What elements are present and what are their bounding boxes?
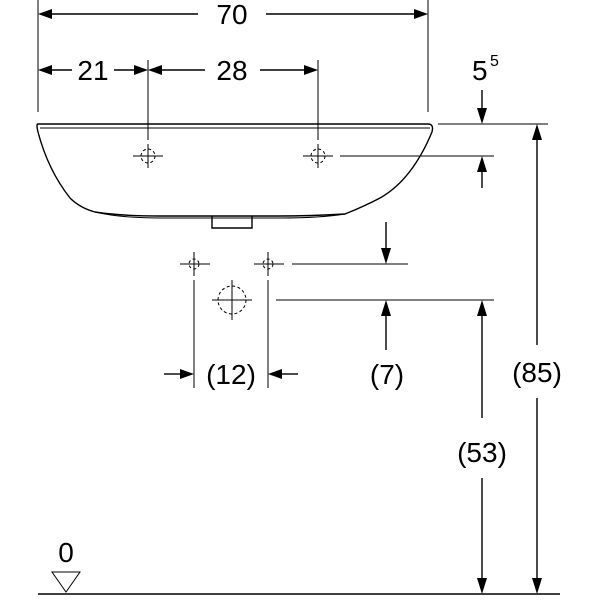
- rim-drop-label: 5: [472, 55, 488, 86]
- drain-offset-label: (7): [370, 359, 404, 390]
- left-offset-label: 21: [77, 55, 108, 86]
- rim-drop-superscript: 5: [490, 53, 499, 70]
- dimension-overall-width: 70: [37, 0, 429, 112]
- dimension-rim-height: (85): [512, 124, 562, 594]
- washbasin-outline: [36, 123, 434, 229]
- tap-hole-left: [133, 144, 163, 168]
- waste-outlet: [212, 280, 252, 320]
- dimension-drain-offset: (7): [370, 222, 404, 390]
- drain-point-right: [254, 252, 284, 276]
- overall-width-label: 70: [216, 0, 247, 30]
- drain-spacing-label: (12): [206, 359, 256, 390]
- hole-spacing-label: 28: [216, 55, 247, 86]
- dimension-rim-drop: 5 5: [340, 53, 548, 188]
- dimension-hole-spacing: 28: [148, 55, 319, 140]
- rim-height-label: (85): [512, 357, 562, 388]
- tap-hole-right: [303, 144, 333, 168]
- dimension-drain-spacing: (12): [164, 280, 298, 390]
- floor-level-marker: 0: [38, 537, 560, 595]
- drain-point-left: [180, 252, 210, 276]
- floor-level-label: 0: [58, 537, 74, 568]
- dimension-drain-height: (53): [457, 300, 507, 594]
- dimension-left-offset: 21: [38, 55, 149, 140]
- drain-height-label: (53): [457, 437, 507, 468]
